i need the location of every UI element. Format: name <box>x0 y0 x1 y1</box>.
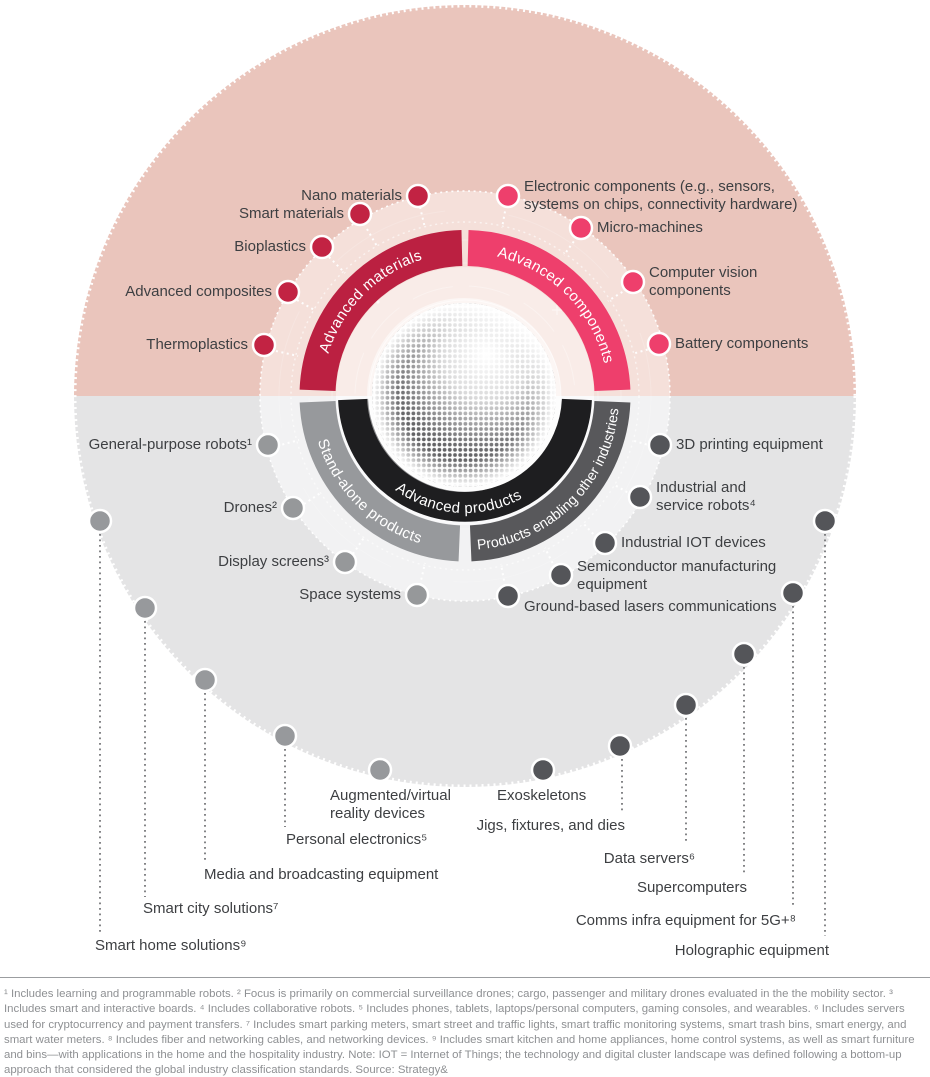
footnote-text: ¹ Includes learning and programmable rob… <box>4 988 915 1077</box>
label-industrial-service-robots: Industrial and service robots⁴ <box>656 479 756 514</box>
label-media-broadcasting: Media and broadcasting equipment <box>204 866 439 883</box>
dot-micro-machines <box>568 215 594 241</box>
dot-exoskeletons <box>530 757 556 783</box>
outer-dotted-rim <box>73 4 857 788</box>
dot-battery-components <box>646 331 672 357</box>
advanced-components-arc <box>467 230 631 392</box>
dot-ground-based-lasers <box>495 583 521 609</box>
label-general-purpose-robots: General-purpose robots¹ <box>88 436 252 453</box>
label-thermoplastics: Thermoplastics <box>146 336 248 353</box>
ring-dotted-circle <box>290 221 640 571</box>
label-battery-components: Battery components <box>675 335 809 352</box>
label-personal-electronics: Personal electronics⁵ <box>286 831 428 848</box>
dot-thermoplastics <box>251 332 277 358</box>
dot-data-servers <box>673 692 699 718</box>
outer-left-dots <box>87 508 393 783</box>
dot-industrial-iot <box>592 530 618 556</box>
category-ring <box>299 230 631 562</box>
radial-ticks <box>275 205 654 587</box>
label-nano-materials: Nano materials <box>301 187 402 204</box>
label-exoskeletons: Exoskeletons <box>497 787 587 804</box>
dot-display-screens <box>332 549 358 575</box>
enabling-dots <box>495 432 673 609</box>
dot-media-broadcasting <box>192 667 218 693</box>
label-comms-infra: Comms infra equipment for 5G+⁸ <box>575 912 796 929</box>
dot-smart-materials <box>347 201 373 227</box>
label-semiconductor: Semiconductor manufacturing equipment <box>577 558 777 593</box>
advanced-products-arc <box>338 398 592 522</box>
connector-lines <box>99 534 826 936</box>
label-drones: Drones² <box>223 499 277 516</box>
label-3d-printing: 3D printing equipment <box>676 436 823 453</box>
dot-space-systems <box>404 582 430 608</box>
dot-bioplastics <box>309 234 335 260</box>
label-micro-machines: Micro-machines <box>597 219 703 236</box>
radial-cluster-diagram: Advanced materials Advanced components S… <box>73 4 857 936</box>
components-dots <box>495 183 672 357</box>
dot-computer-vision <box>620 269 646 295</box>
label-smart-materials: Smart materials <box>238 205 344 222</box>
products-enabling-arc <box>469 400 631 562</box>
materials-dots <box>251 183 431 358</box>
label-computer-vision: Computer vision components <box>649 264 758 299</box>
standalone-dots <box>255 432 430 608</box>
advanced-materials-arc <box>299 230 463 392</box>
dot-supercomputers <box>731 641 757 667</box>
label-supercomputers: Supercomputers <box>636 879 747 896</box>
dot-advanced-composites <box>275 279 301 305</box>
dot-smart-home <box>87 508 113 534</box>
label-bioplastics: Bioplastics <box>234 238 306 255</box>
halftone-globe <box>367 298 561 492</box>
dot-nano-materials <box>405 183 431 209</box>
stand-alone-products-arc <box>299 400 461 562</box>
dot-comms-infra <box>780 580 806 606</box>
label-electronic-components: Electronic components (e.g., sensors, sy… <box>524 178 798 213</box>
label-advanced-composites: Advanced composites <box>125 283 272 300</box>
outer-right-dots <box>530 508 838 783</box>
dot-jigs-fixtures <box>607 733 633 759</box>
category-dots <box>87 183 838 783</box>
dot-smart-city <box>132 595 158 621</box>
dot-3d-printing <box>647 432 673 458</box>
dot-electronic-components <box>495 183 521 209</box>
dot-personal-electronics <box>272 723 298 749</box>
dot-ar-vr <box>367 757 393 783</box>
footnote-divider <box>0 977 930 978</box>
mid-dotted-circle <box>259 190 671 602</box>
dot-general-purpose-robots <box>255 432 281 458</box>
dot-drones <box>280 495 306 521</box>
label-holographic: Holographic equipment <box>674 942 829 959</box>
label-display-screens: Display screens³ <box>218 553 329 570</box>
label-space-systems: Space systems <box>299 586 401 603</box>
label-industrial-iot: Industrial IOT devices <box>621 534 766 551</box>
label-smart-city: Smart city solutions⁷ <box>143 900 279 917</box>
label-ar-vr: Augmented/virtual reality devices <box>330 787 451 822</box>
dot-industrial-service-robots <box>627 484 653 510</box>
dot-holographic <box>812 508 838 534</box>
label-data-servers: Data servers⁶ <box>603 850 695 867</box>
dot-semiconductor <box>548 562 574 588</box>
label-ground-based-lasers: Ground-based lasers communications <box>524 598 777 615</box>
label-jigs-fixtures: Jigs, fixtures, and dies <box>476 817 625 834</box>
label-smart-home: Smart home solutions⁹ <box>95 937 247 954</box>
